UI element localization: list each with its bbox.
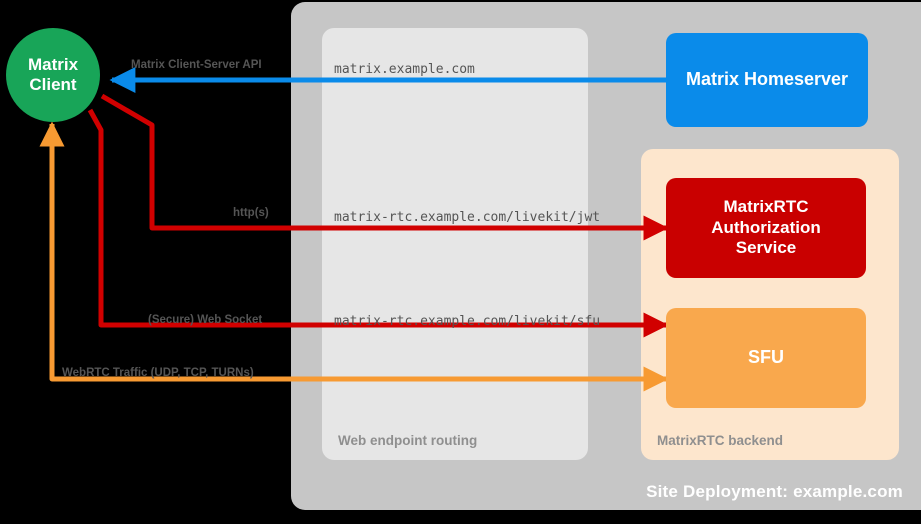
endpoint-livekit-sfu: matrix-rtc.example.com/livekit/sfu xyxy=(334,314,601,329)
label-secure-web-socket: (Secure) Web Socket xyxy=(148,314,263,326)
site-deployment-label: Site Deployment: example.com xyxy=(646,482,903,501)
matrix-homeserver-label: Matrix Homeserver xyxy=(685,69,849,90)
matrix-client-label-line1: Matrix xyxy=(27,54,79,74)
sfu-label: SFU xyxy=(748,347,784,368)
auth-label-line1: MatrixRTC xyxy=(723,197,809,217)
matrixrtc-auth-label: MatrixRTC Authorization Service xyxy=(711,197,821,258)
web-endpoint-routing-container: Web endpoint routing xyxy=(322,28,588,460)
web-endpoint-routing-label: Web endpoint routing xyxy=(338,433,478,448)
matrixrtc-backend-label: MatrixRTC backend xyxy=(657,433,784,448)
endpoint-matrix-example-com: matrix.example.com xyxy=(334,62,475,77)
node-matrixrtc-authorization-service[interactable]: MatrixRTC Authorization Service xyxy=(666,178,866,278)
node-sfu[interactable]: SFU xyxy=(666,308,866,408)
node-matrix-homeserver[interactable]: Matrix Homeserver xyxy=(666,33,868,127)
endpoint-livekit-jwt: matrix-rtc.example.com/livekit/jwt xyxy=(334,210,601,225)
auth-label-line3: Service xyxy=(735,238,797,258)
node-matrix-client[interactable]: Matrix Client xyxy=(6,28,100,122)
label-http-s: http(s) xyxy=(233,207,269,219)
label-matrix-client-server-api: Matrix Client-Server API xyxy=(131,59,262,71)
label-webrtc-traffic: WebRTC Traffic (UDP, TCP, TURNs) xyxy=(62,367,254,379)
auth-label-line2: Authorization xyxy=(711,217,821,237)
matrix-client-label-line2: Client xyxy=(29,75,77,94)
